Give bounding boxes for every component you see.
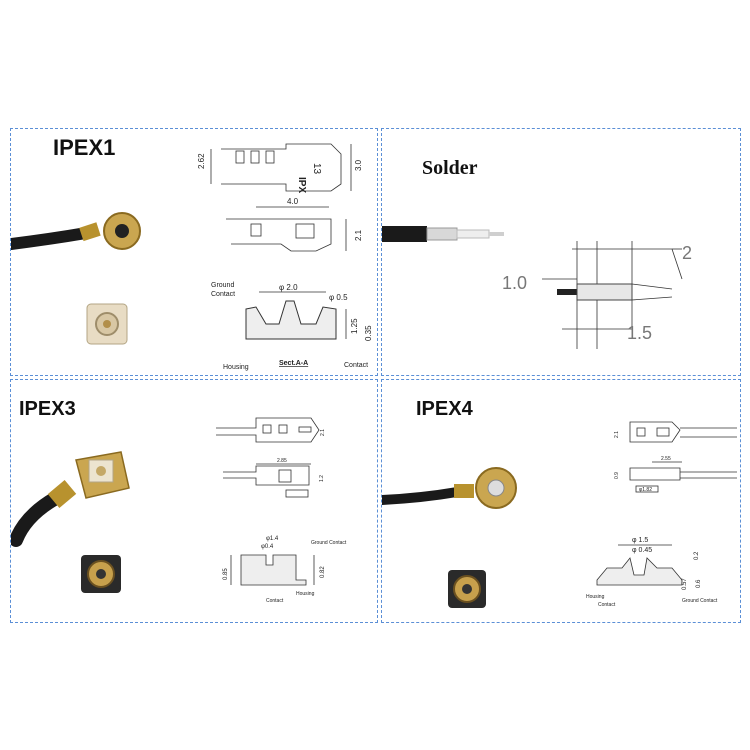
ipex4-illustration: 2.1 2.55 0.9 φ1.82 φ 1.5 φ 0.45 0.2 0.57… bbox=[382, 421, 737, 608]
callout: Ground Contact bbox=[311, 540, 347, 546]
ipex1-top-drawing: 2.62 3.0 IPX 13 bbox=[197, 143, 363, 193]
panel-ipex3: IPEX3 2.1 2.85 1.2 bbox=[10, 379, 378, 623]
panel-solder: Solder 2 1.0 1.5 bbox=[381, 128, 741, 376]
dim-label: φ 2.0 bbox=[279, 283, 298, 292]
ipex4-top-drawing: 2.1 bbox=[614, 421, 737, 443]
ipex1-cable-photo bbox=[11, 212, 141, 250]
part-number: 13 bbox=[311, 163, 322, 175]
dim-label: 0.6 bbox=[696, 579, 702, 588]
dim-label: φ 0.45 bbox=[632, 547, 652, 554]
dim-label: 0.2 bbox=[694, 551, 700, 560]
dim-label: 0.82 bbox=[320, 566, 326, 578]
ipex4-section-drawing: φ 1.5 φ 0.45 0.2 0.57 0.6 Housing Contac… bbox=[586, 537, 718, 608]
solder-illustration: 2 1.0 1.5 bbox=[382, 226, 692, 349]
dim-label: 1.0 bbox=[502, 273, 527, 293]
dim-label: 0.57 bbox=[682, 578, 688, 590]
dim-label: 2.1 bbox=[614, 431, 620, 438]
dim-label: 1.2 bbox=[319, 475, 325, 482]
ipex4-cable-photo bbox=[382, 467, 517, 509]
solder-cable-photo bbox=[382, 226, 504, 242]
ipex4-receptacle-photo bbox=[448, 570, 486, 608]
dim-label: 2.1 bbox=[354, 229, 363, 241]
dim-label: 2.1 bbox=[320, 429, 326, 436]
callout: Ground bbox=[211, 282, 234, 289]
panel-title: IPEX3 bbox=[19, 398, 76, 420]
callout: Sect.A-A bbox=[279, 360, 308, 367]
callout: Housing bbox=[586, 594, 605, 600]
callout: Ground Contact bbox=[682, 598, 718, 604]
ipex4-side-drawing: 2.55 0.9 φ1.82 bbox=[614, 456, 737, 493]
callout: Contact bbox=[598, 602, 616, 608]
callout: Housing bbox=[223, 364, 249, 371]
dim-label: 2.55 bbox=[661, 456, 671, 462]
ipex3-receptacle-photo bbox=[81, 555, 121, 593]
dim-label: 1.5 bbox=[627, 323, 652, 343]
dim-label: 0.35 bbox=[364, 325, 373, 341]
dim-label: 0.9 bbox=[614, 472, 620, 479]
dim-label: φ1.4 bbox=[266, 536, 279, 542]
dim-label: 0.85 bbox=[223, 568, 229, 580]
ipex1-section-drawing: Ground Contact φ 2.0 φ 0.5 1.25 0.35 Hou… bbox=[211, 282, 373, 371]
ipex3-illustration: 2.1 2.85 1.2 φ1.4 φ0.4 Ground Contact 0.… bbox=[11, 417, 347, 604]
panel-ipex1: IPEX1 2.62 3.0 IPX 13 bbox=[10, 128, 378, 376]
panel-ipex4: IPEX4 2.1 2.55 0.9 bbox=[381, 379, 741, 623]
dim-label: φ1.82 bbox=[639, 487, 652, 493]
dim-label: 2.62 bbox=[197, 153, 206, 169]
panel-title: Solder bbox=[422, 157, 478, 179]
ipex3-cable-photo bbox=[11, 451, 130, 547]
ipex1-receptacle-photo bbox=[86, 303, 128, 345]
callout: Contact bbox=[266, 598, 284, 604]
dim-label: 3.0 bbox=[354, 159, 363, 171]
solder-dimension-drawing: 2 1.0 1.5 bbox=[502, 241, 692, 349]
ipex1-side-drawing: 4.0 2.1 bbox=[226, 197, 363, 252]
ipex3-section-drawing: φ1.4 φ0.4 Ground Contact 0.85 0.82 Housi… bbox=[223, 536, 347, 604]
dim-label: 1.25 bbox=[350, 318, 359, 334]
dim-label: 2 bbox=[682, 243, 692, 263]
dim-label: 2.85 bbox=[277, 458, 287, 464]
callout: Contact bbox=[211, 291, 235, 298]
ipex3-top-drawing: 2.1 bbox=[216, 417, 326, 443]
callout: Housing bbox=[296, 591, 315, 597]
dim-label: 4.0 bbox=[287, 197, 299, 206]
panel-title: IPEX1 bbox=[53, 135, 116, 160]
dim-label: φ 0.5 bbox=[329, 293, 348, 302]
callout: Contact bbox=[344, 362, 368, 369]
dim-label: φ 1.5 bbox=[632, 537, 648, 544]
ipex3-side-drawing: 2.85 1.2 bbox=[223, 458, 325, 498]
ipex1-illustration: 2.62 3.0 IPX 13 4.0 2.1 Ground Contact φ… bbox=[11, 143, 373, 371]
part-label: IPX bbox=[296, 177, 307, 193]
dim-label: φ0.4 bbox=[261, 544, 274, 550]
panel-title: IPEX4 bbox=[416, 398, 473, 420]
